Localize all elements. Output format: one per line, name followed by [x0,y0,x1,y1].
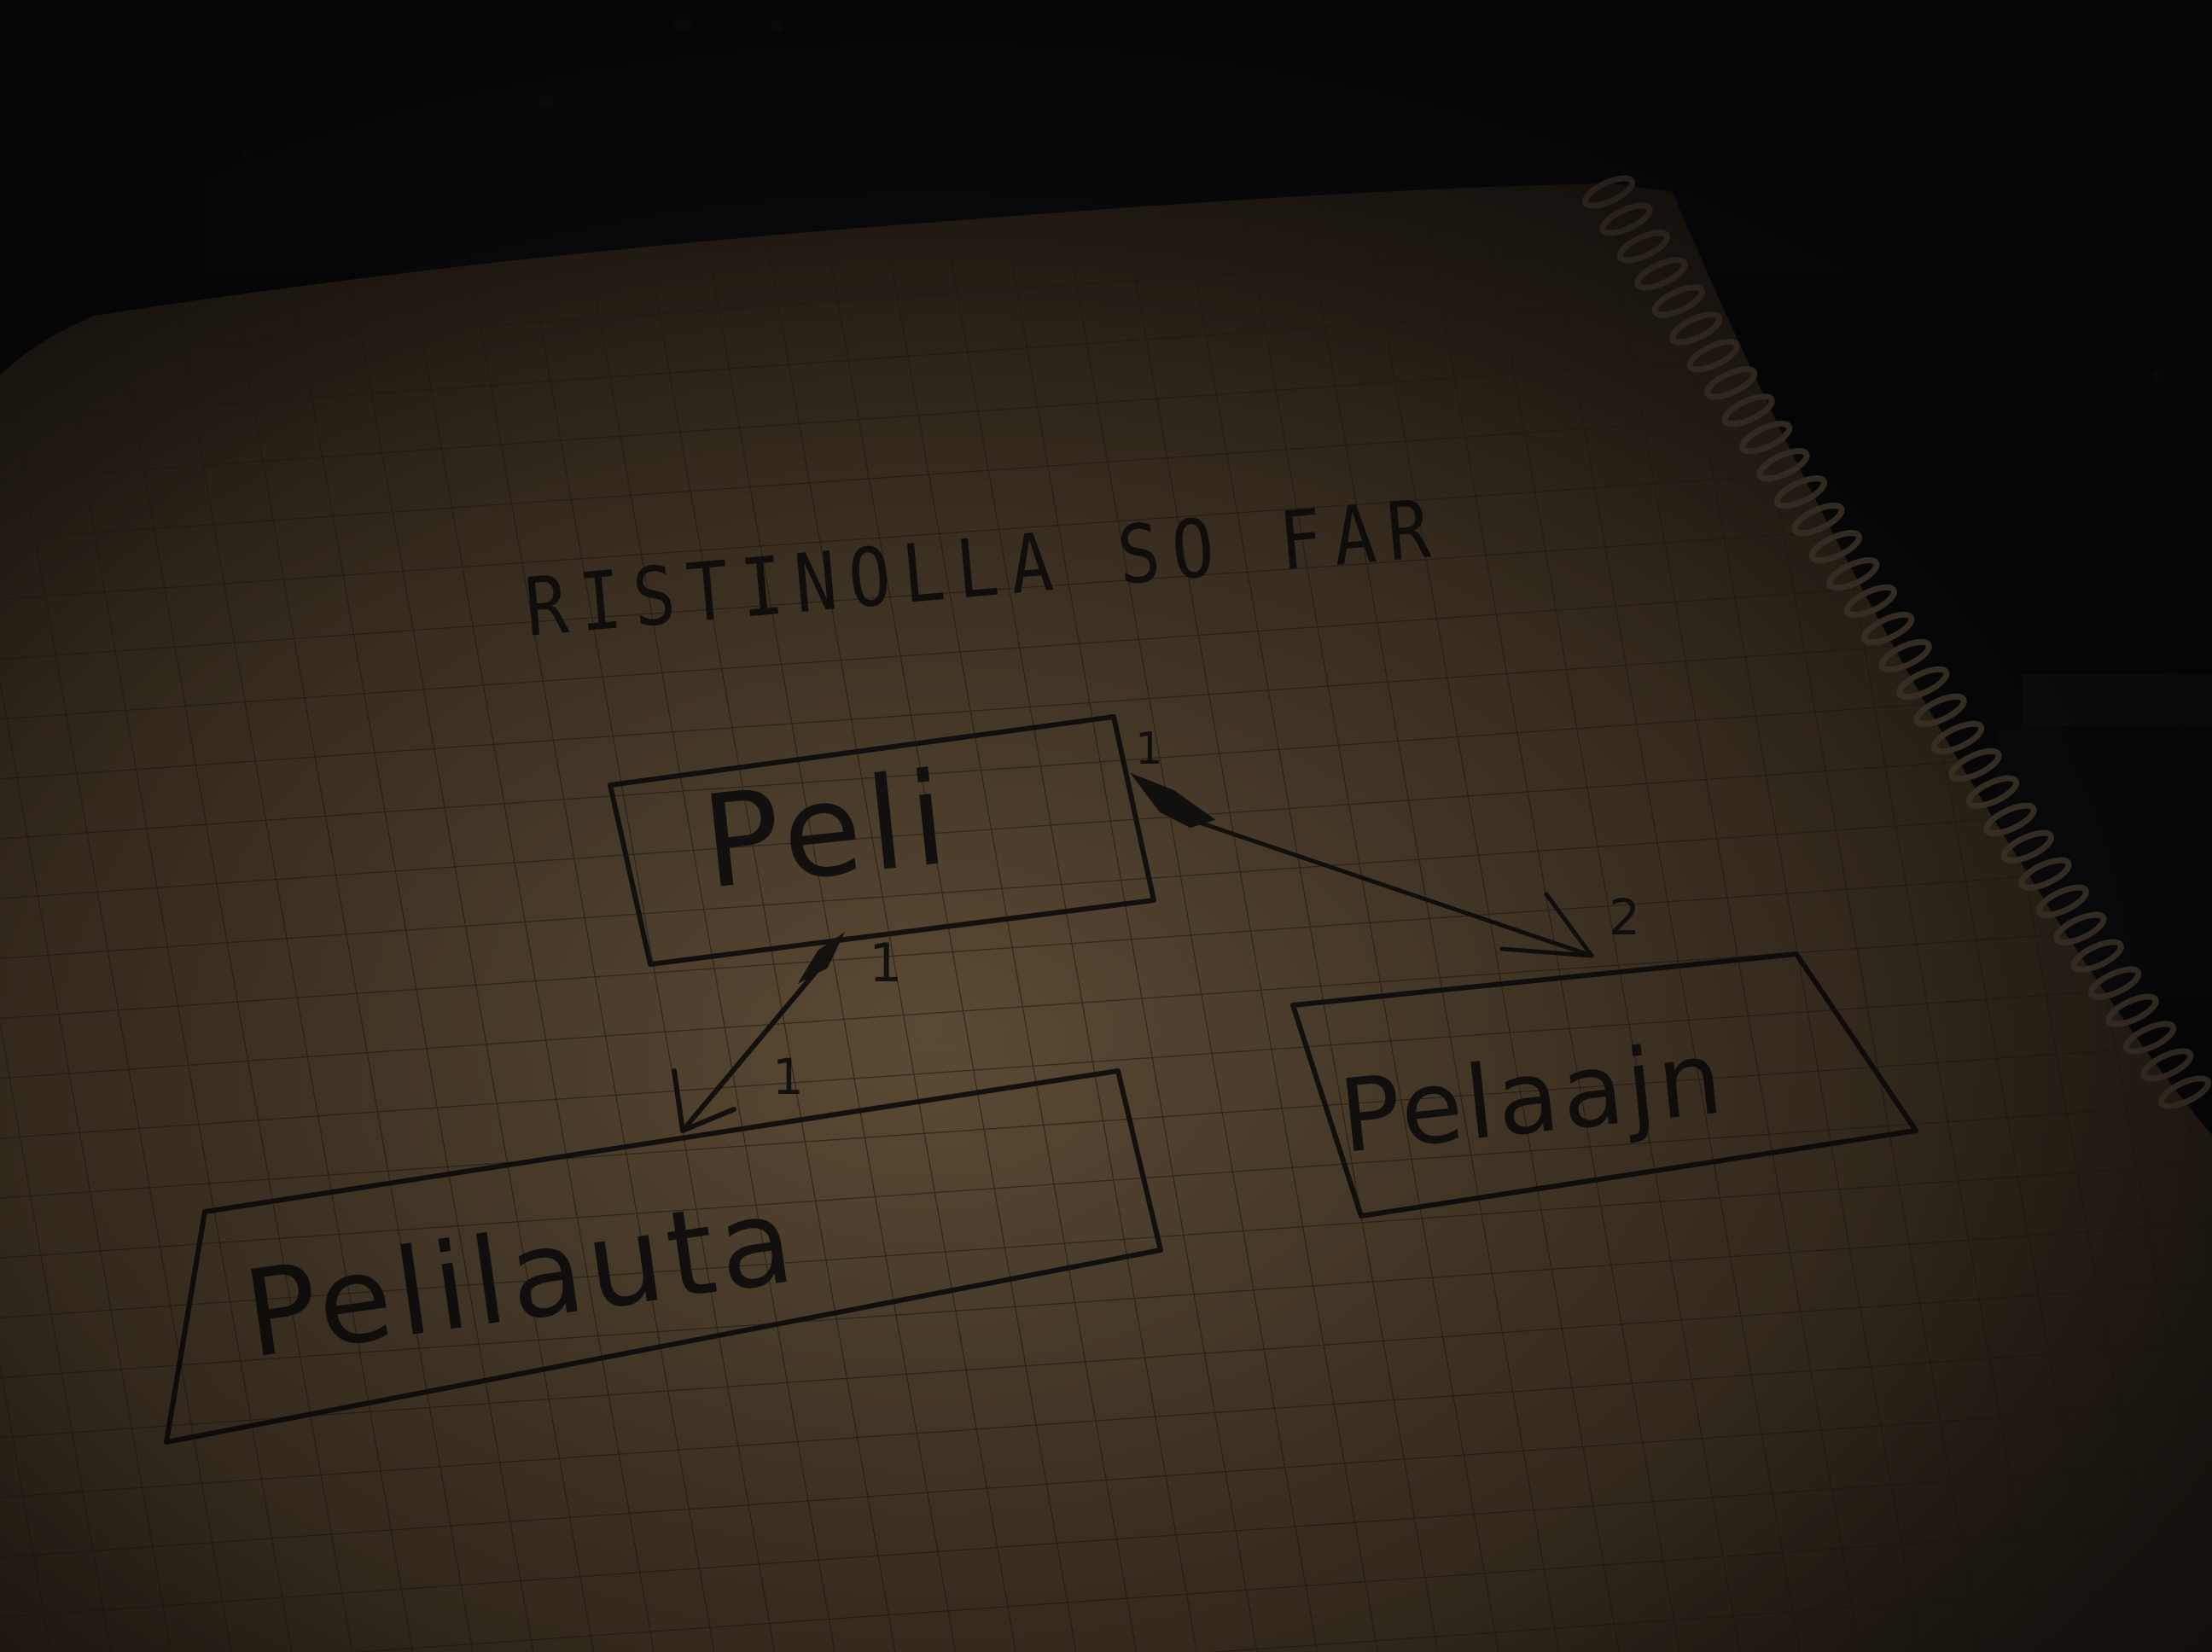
peli-label: Peli [696,744,960,918]
multiplicity-peli-pelilauta-source: 1 [869,932,902,994]
multiplicity-peli-pelaaja-source: 1 [1135,724,1163,775]
multiplicity-peli-pelilauta-target: 1 [772,1048,804,1106]
multiplicity-peli-pelaaja-target: 2 [1609,888,1640,946]
